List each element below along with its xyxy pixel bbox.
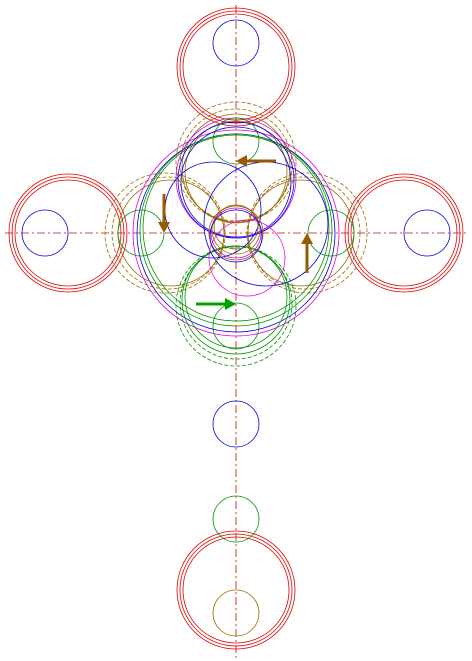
top-ring-group	[176, 7, 296, 127]
right-ring-mid	[347, 176, 461, 290]
center-large-green-1	[139, 133, 333, 327]
bottom-gear-green-small	[212, 302, 260, 350]
top-gear-blue-2	[180, 126, 292, 238]
arrow-left-brown	[236, 155, 276, 167]
lower-green-circle	[212, 495, 260, 543]
left-ring-inner	[14, 179, 122, 287]
right-gear-green-small	[307, 209, 355, 257]
right-ring-inner	[350, 179, 458, 287]
top-gear-brown-dash-1	[175, 101, 297, 223]
hub-brown-3	[213, 204, 259, 250]
left-blue-circle	[21, 209, 69, 257]
bottom-ring-inner	[182, 536, 290, 644]
right-ring-outer	[344, 173, 464, 293]
top-ring-outer	[176, 7, 296, 127]
hub-magenta	[210, 207, 262, 259]
bottom-gear-green-dash-2	[179, 246, 293, 360]
bottom-gear-green-solid-2	[184, 245, 288, 349]
right-blue-circle	[403, 209, 451, 257]
bottom-ring-outer	[176, 530, 296, 650]
top-gear-blue-1	[177, 121, 295, 239]
bottom-ring-mid	[179, 533, 293, 647]
top-gear-brown-solid-1	[181, 113, 291, 223]
left-gear-brown-dash-1	[104, 172, 226, 294]
central-assembly	[104, 101, 368, 367]
center-magenta-small	[208, 219, 286, 297]
left-ring-mid	[11, 176, 125, 290]
arrow-down-brown	[158, 194, 170, 233]
top-gear-green-small	[212, 117, 260, 165]
left-ring-group	[8, 173, 128, 293]
hub-blue	[209, 209, 263, 263]
top-ring-mid	[179, 10, 293, 124]
bottom-ring-group	[176, 530, 296, 650]
center-large-green-2	[142, 134, 330, 322]
right-ring-group	[344, 173, 464, 293]
top-gear-brown-solid-2	[184, 120, 288, 224]
arrow-right-green	[196, 298, 236, 310]
arrow-up-brown	[301, 233, 313, 273]
hub-brown-2	[211, 205, 261, 255]
lower-blue-circle	[212, 400, 260, 448]
left-ring-outer	[8, 173, 128, 293]
center-large-magenta	[132, 129, 340, 337]
top-ring-inner	[182, 13, 290, 121]
right-gear-brown-dash-1	[246, 172, 368, 294]
bottom-brown-circle	[212, 589, 260, 637]
top-blue-circle	[212, 19, 260, 67]
